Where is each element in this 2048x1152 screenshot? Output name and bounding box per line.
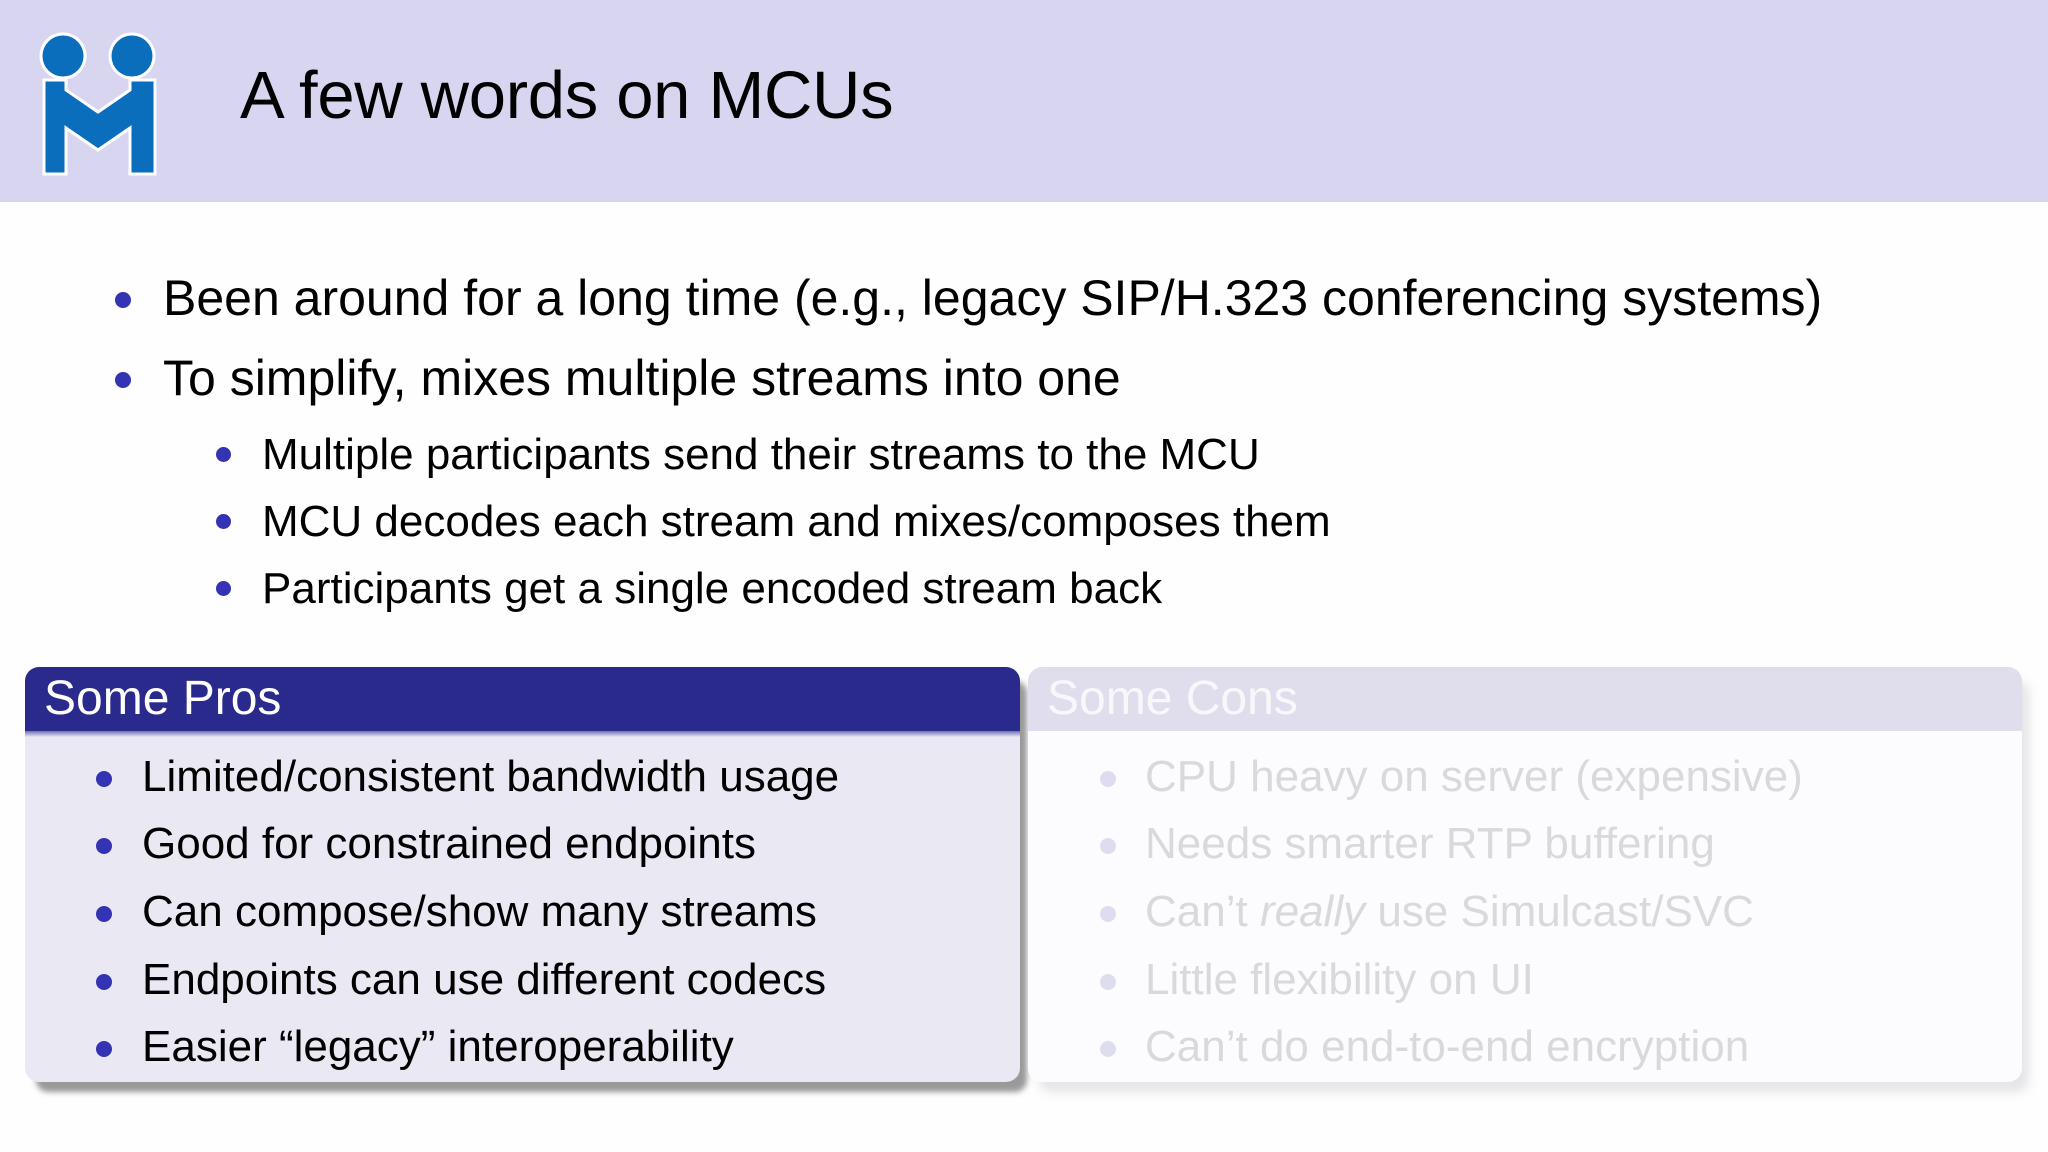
bullet-icon bbox=[115, 372, 131, 388]
bullet-icon bbox=[1100, 974, 1116, 990]
cons-header: Some Cons bbox=[1028, 667, 2022, 731]
bullet-icon bbox=[1100, 838, 1116, 854]
sub-bullet-text: MCU decodes each stream and mixes/compos… bbox=[262, 497, 1331, 546]
cons-item-text: Can’t really use Simulcast/SVC bbox=[1145, 882, 1754, 942]
cons-item: Can’t do end-to-end encryption bbox=[1028, 1017, 2022, 1084]
cons-block: Some Cons CPU heavy on server (expensive… bbox=[1028, 667, 2022, 1082]
cons-item-text-emphasis: really bbox=[1259, 887, 1366, 936]
bullet-text: Been around for a long time (e.g., legac… bbox=[163, 270, 1823, 326]
bullet-icon bbox=[96, 771, 112, 787]
bullet-icon bbox=[1100, 1041, 1116, 1057]
pros-item: Endpoints can use different codecs bbox=[25, 950, 1020, 1017]
pros-header: Some Pros bbox=[25, 667, 1020, 737]
pros-item: Easier “legacy” interoperability bbox=[25, 1017, 1020, 1084]
pros-item: Limited/consistent bandwidth usage bbox=[25, 747, 1020, 814]
cons-item-text: Can’t do end-to-end encryption bbox=[1145, 1022, 1750, 1071]
cons-item: CPU heavy on server (expensive) bbox=[1028, 747, 2022, 814]
bullet-icon bbox=[96, 974, 112, 990]
meetecho-logo-icon bbox=[39, 32, 157, 176]
cons-item: Can’t really use Simulcast/SVC bbox=[1028, 882, 2022, 949]
bullet-icon bbox=[1100, 906, 1116, 922]
pros-item-text: Easier “legacy” interoperability bbox=[142, 1022, 734, 1071]
sub-bullet-icon bbox=[216, 581, 231, 596]
pros-item-text: Limited/consistent bandwidth usage bbox=[142, 752, 840, 801]
pros-item-text: Endpoints can use different codecs bbox=[142, 955, 827, 1004]
pros-item: Good for constrained endpoints bbox=[25, 814, 1020, 881]
bullet-text: To simplify, mixes multiple streams into… bbox=[163, 350, 1121, 406]
sub-bullet-text: Multiple participants send their streams… bbox=[262, 430, 1260, 479]
cons-item-text-pre: Can’t bbox=[1145, 887, 1260, 936]
pros-item-text: Can compose/show many streams bbox=[142, 887, 817, 936]
bullet-icon bbox=[115, 292, 131, 308]
sub-bullet-icon bbox=[216, 447, 231, 462]
slide-title: A few words on MCUs bbox=[240, 58, 894, 133]
pros-item-text: Good for constrained endpoints bbox=[142, 819, 756, 868]
pros-item: Can compose/show many streams bbox=[25, 882, 1020, 949]
sub-bullet-text: Participants get a single encoded stream… bbox=[262, 564, 1163, 613]
cons-item-text: CPU heavy on server (expensive) bbox=[1145, 752, 1803, 801]
sub-bullet-icon bbox=[216, 514, 231, 529]
bullet-icon bbox=[96, 1041, 112, 1057]
pros-title: Some Pros bbox=[44, 672, 282, 725]
cons-item-text: Needs smarter RTP buffering bbox=[1145, 819, 1715, 868]
cons-title: Some Cons bbox=[1047, 672, 1298, 725]
bullet-icon bbox=[96, 906, 112, 922]
bullet-icon bbox=[96, 838, 112, 854]
bullet-icon bbox=[1100, 771, 1116, 787]
cons-item-text: Little flexibility on UI bbox=[1145, 955, 1534, 1004]
cons-item: Needs smarter RTP buffering bbox=[1028, 814, 2022, 881]
cons-item: Little flexibility on UI bbox=[1028, 950, 2022, 1017]
slide-header: A few words on MCUs bbox=[0, 0, 2048, 202]
cons-item-text-post: use Simulcast/SVC bbox=[1365, 887, 1754, 936]
pros-block: Some Pros Limited/consistent bandwidth u… bbox=[25, 667, 1020, 1082]
